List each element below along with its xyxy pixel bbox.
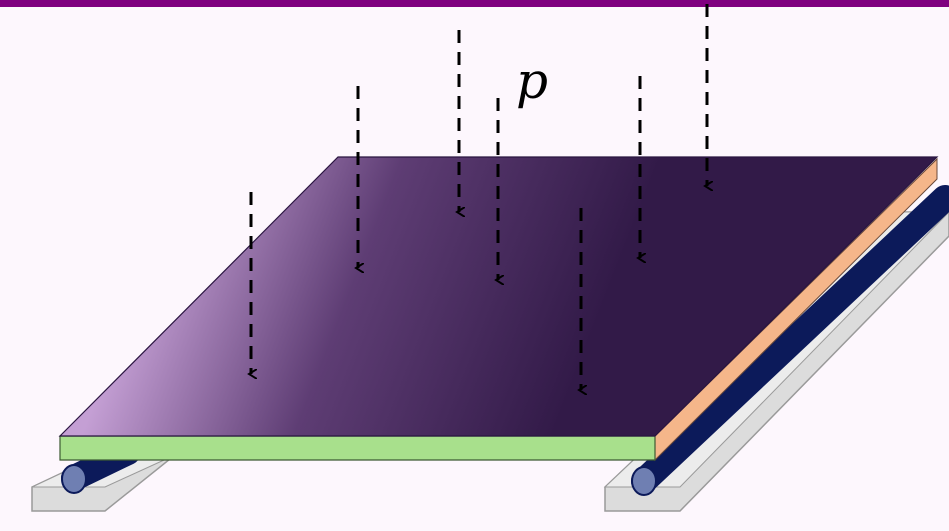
plate — [58, 156, 939, 462]
left-roller-end-icon — [61, 464, 87, 494]
right-support — [603, 185, 949, 512]
load-label: p — [516, 52, 548, 110]
top-accent-bar — [0, 0, 949, 7]
right-roller — [631, 185, 949, 494]
plate-front-edge — [59, 435, 656, 461]
load-arrows — [251, 4, 707, 390]
plate-top-surface — [58, 156, 939, 437]
right-roller-end-icon — [631, 466, 657, 496]
left-support — [31, 439, 178, 512]
